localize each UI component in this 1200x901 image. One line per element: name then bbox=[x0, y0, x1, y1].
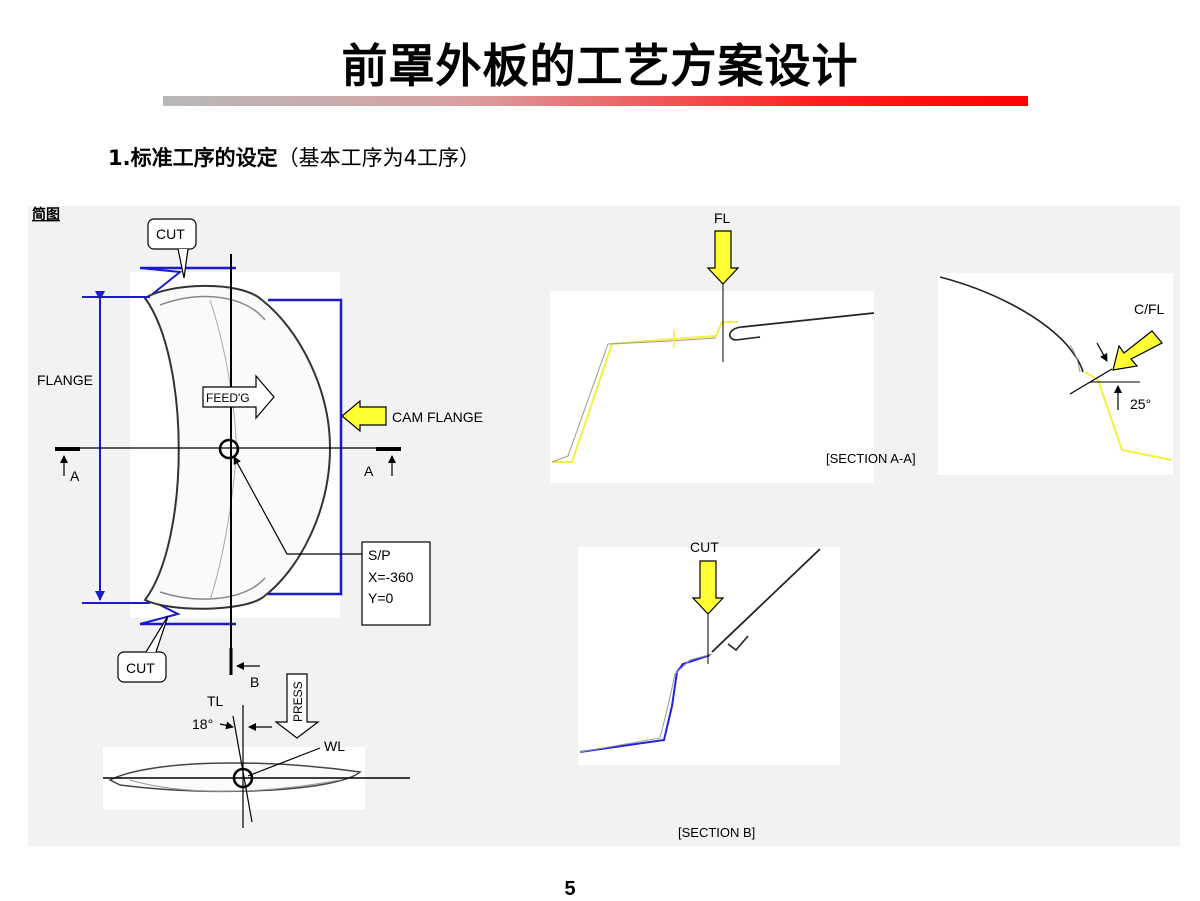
section-b-hem-mark bbox=[727, 635, 749, 652]
side-view-pivot-circle bbox=[232, 767, 254, 789]
slide-title: 前罩外板的工艺方案设计 bbox=[341, 39, 859, 93]
plan-sketch: 简图 FLANGE CUT CUT FEED'G bbox=[32, 206, 483, 690]
cfl-yellow-profile bbox=[1084, 371, 1173, 461]
side-view-sketch: TL 18° WL PRESS bbox=[103, 673, 410, 828]
section-a-left-label: A bbox=[70, 468, 80, 484]
cfl-label: C/FL bbox=[1134, 301, 1165, 317]
blue-outline-right bbox=[268, 298, 343, 596]
press-arrow bbox=[274, 673, 320, 739]
cut-callout-bottom bbox=[117, 651, 167, 683]
section-b-cut-label: CUT bbox=[690, 539, 719, 555]
cut-callout-top-pointer bbox=[177, 248, 189, 279]
sp-x-value: X=-360 bbox=[368, 569, 414, 585]
cfl-gray-profile bbox=[1069, 344, 1081, 373]
wl-leader bbox=[247, 747, 321, 777]
cfl-yellow-arrow bbox=[1112, 330, 1163, 371]
section-aa-caption: [SECTION A-A] bbox=[826, 451, 916, 466]
fl-label: FL bbox=[714, 210, 731, 226]
sp-y-value: Y=0 bbox=[368, 590, 394, 606]
title-underline-bar bbox=[163, 96, 1028, 106]
tl-label: TL bbox=[207, 693, 224, 709]
section-b-dark-line bbox=[711, 548, 821, 653]
cam-flange-arrow bbox=[341, 399, 387, 433]
cfl-pointer-arrow bbox=[1096, 342, 1108, 362]
flange-label: FLANGE bbox=[37, 372, 93, 388]
angle-18-label: 18° bbox=[192, 716, 213, 732]
cfl-white-area bbox=[938, 273, 1173, 475]
section-b-view: CUT [SECTION B] bbox=[578, 539, 840, 840]
section-aa-view: FL [SECTION A-A] bbox=[550, 210, 916, 483]
section-aa-white-area bbox=[550, 291, 874, 483]
cut-callout-top bbox=[147, 218, 197, 250]
start-point-circle bbox=[218, 438, 240, 460]
sp-leader-line bbox=[233, 456, 362, 555]
feed-direction-arrow bbox=[202, 374, 275, 420]
section-aa-dark-line bbox=[741, 312, 875, 328]
section-aa-gray-profile bbox=[551, 337, 717, 463]
cut-label-bottom: CUT bbox=[126, 660, 155, 676]
cfl-dark-profile bbox=[939, 276, 1084, 373]
sp-label: S/P bbox=[368, 547, 391, 563]
cut-label-top: CUT bbox=[156, 226, 185, 242]
feed-label: FEED'G bbox=[206, 391, 250, 405]
fl-yellow-arrow bbox=[706, 230, 740, 285]
subtitle-bold-part: 1.标准工序的设定 bbox=[108, 146, 278, 170]
sketch-heading: 简图 bbox=[32, 206, 60, 222]
side-view-inner-line bbox=[129, 779, 341, 792]
hood-inner-line-1 bbox=[159, 295, 266, 321]
cut-callout-bottom-pointer bbox=[145, 615, 169, 653]
hood-inner-line-3 bbox=[209, 299, 237, 601]
angle-25-label: 25° bbox=[1130, 396, 1151, 412]
wl-label: WL bbox=[324, 738, 345, 754]
section-a-right-label: A bbox=[364, 463, 374, 479]
section-b-caption: [SECTION B] bbox=[678, 825, 755, 840]
cam-flange-detail: C/FL 25° bbox=[938, 273, 1173, 475]
subtitle-note: （基本工序为4工序） bbox=[277, 146, 480, 170]
section-aa-hem-curl bbox=[729, 326, 761, 341]
hood-inner-line-2 bbox=[159, 577, 266, 600]
cam-flange-label: CAM FLANGE bbox=[392, 409, 483, 425]
page-number: 5 bbox=[564, 878, 576, 900]
section-aa-yellow-profile bbox=[552, 321, 738, 463]
slide-subtitle: 1.标准工序的设定（基本工序为4工序） bbox=[108, 142, 480, 172]
press-label: PRESS bbox=[291, 681, 305, 722]
section-b-label: B bbox=[250, 674, 259, 690]
sp-info-box bbox=[361, 541, 431, 626]
angle-arrow-left bbox=[219, 721, 234, 730]
cut-yellow-arrow bbox=[691, 560, 725, 615]
section-b-gray-profile bbox=[579, 653, 713, 753]
blue-cut-edge-top bbox=[139, 267, 183, 301]
